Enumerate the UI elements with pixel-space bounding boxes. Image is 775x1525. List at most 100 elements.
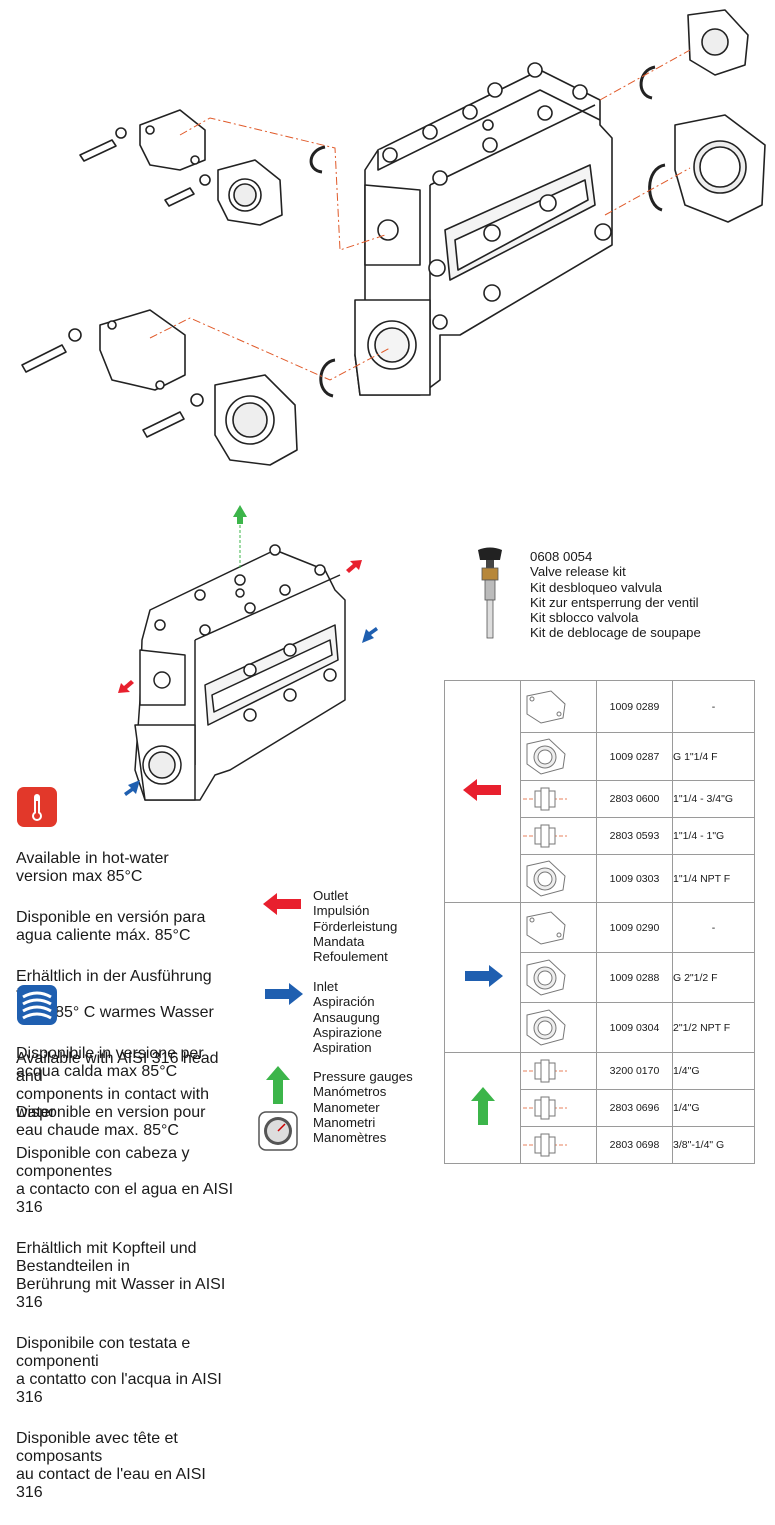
fitting-icon [520, 1089, 597, 1127]
gauge-label-en: Pressure gauges [313, 1069, 413, 1084]
exploded-pump-head-diagram [21, 9, 766, 466]
inlet-arrow-icon [362, 627, 378, 643]
outlet-label-fr: Refoulement [313, 949, 388, 965]
fitting-icon [520, 1052, 597, 1090]
part-code: 1009 0287 [596, 732, 673, 781]
inlet-legend-arrow-icon [265, 983, 303, 1005]
part-code: 2803 0600 [596, 780, 673, 818]
flange-plate-icon [520, 680, 597, 733]
outlet-arrow-icon [346, 560, 362, 573]
inlet-legend: Inlet Aspiración Ansaugung Aspirazione A… [313, 979, 382, 1055]
hot-water-info: Available in hot-water version max 85°C … [16, 832, 216, 1163]
valve-release-kit-icon [478, 547, 502, 639]
part-code: 1009 0303 [596, 854, 673, 903]
aisi-es: Disponible con cabeza y componentes a co… [16, 1145, 234, 1216]
aisi-en: Available with AISI 316 head and compone… [16, 1050, 219, 1121]
part-code: 1009 0288 [596, 952, 673, 1003]
part-description: 1"1/4 NPT F [672, 854, 755, 903]
part-description: 1"1/4 - 1"G [672, 817, 755, 855]
inlet-label-it: Aspirazione [313, 1024, 382, 1040]
table-row: 1009 0290- [444, 902, 755, 1053]
threaded-flange-icon [520, 952, 597, 1003]
inlet-group-cell [444, 902, 521, 1053]
kit-name-de: Kit zur entsperrung der ventil [530, 594, 699, 610]
pump-flow-directions-diagram [118, 505, 378, 801]
hot-water-it: Disponibile in versione per acqua calda … [16, 1045, 204, 1080]
fitting-icon [520, 1126, 597, 1164]
part-description: - [672, 680, 755, 733]
fitting-icon [520, 780, 597, 818]
kit-code: 0608 0054 [530, 549, 593, 564]
threaded-flange-icon [520, 1002, 597, 1053]
gauge-arrow-icon [233, 505, 247, 568]
part-code: 1009 0289 [596, 680, 673, 733]
outlet-legend-arrow-icon [263, 893, 301, 915]
hot-water-badge [17, 787, 57, 827]
outlet-arrow-icon [462, 779, 501, 801]
pressure-gauge-icon [258, 1111, 298, 1151]
threaded-flange-icon [520, 732, 597, 781]
aisi-it: Disponibile con testata e componenti a c… [16, 1335, 222, 1406]
part-code: 2803 0593 [596, 817, 673, 855]
outlet-label-en: Outlet [313, 888, 349, 903]
hot-water-en: Available in hot-water version max 85°C [16, 850, 169, 885]
part-description: 1"1/4 - 3/4"G [672, 780, 755, 818]
part-description: 3/8"-1/4" G [672, 1126, 755, 1164]
hot-water-fr: Disponible en version pour eau chaude ma… [16, 1104, 206, 1139]
gauge-legend: Pressure gauges Manómetros Manometer Man… [313, 1069, 413, 1145]
aisi-fr: Disponible avec tête et composants au co… [16, 1430, 206, 1501]
kit-name-fr: Kit de deblocage de soupape [530, 625, 701, 641]
part-description: 1/4"G [672, 1052, 755, 1090]
part-code: 1009 0290 [596, 902, 673, 953]
part-code: 1009 0304 [596, 1002, 673, 1053]
part-description: G 2"1/2 F [672, 952, 755, 1003]
valve-release-kit-text: 0608 0054 Valve release kit Kit desbloqu… [530, 549, 701, 641]
gauge-label-es: Manómetros [313, 1084, 387, 1100]
aisi-de: Erhältlich mit Kopfteil und Bestandteile… [16, 1240, 226, 1311]
gauge-label-de: Manometer [313, 1099, 380, 1115]
water-waves-icon [22, 991, 52, 1020]
aisi-badge [17, 985, 57, 1025]
flange-plate-icon [520, 902, 597, 953]
fitting-icon [520, 817, 597, 855]
outlet-label-de: Förderleistung [313, 918, 398, 934]
inlet-arrow-icon [124, 780, 140, 796]
gauge-label-fr: Manomètres [313, 1130, 387, 1146]
outlet-arrow-icon [118, 680, 134, 693]
inlet-arrow-icon [464, 965, 503, 987]
table-row: 1009 0289- [444, 680, 755, 903]
part-code: 2803 0698 [596, 1126, 673, 1164]
inlet-label-fr: Aspiration [313, 1040, 372, 1056]
inlet-label-en: Inlet [313, 979, 338, 994]
gauge-legend-arrow-icon [266, 1066, 290, 1104]
threaded-flange-icon [520, 854, 597, 903]
gauge-group-cell [444, 1052, 521, 1164]
part-code: 3200 0170 [596, 1052, 673, 1090]
gauge-label-it: Manometri [313, 1114, 376, 1130]
outlet-label-es: Impulsión [313, 903, 370, 919]
kit-name-es: Kit desbloqueo valvula [530, 579, 662, 595]
inlet-label-es: Aspiración [313, 994, 375, 1010]
hot-water-es: Disponible en versión para agua caliente… [16, 909, 206, 944]
part-description: 1/4"G [672, 1089, 755, 1127]
outlet-group-cell [444, 680, 521, 903]
outlet-label-it: Mandata [313, 933, 365, 949]
aisi-info: Available with AISI 316 head and compone… [16, 1032, 236, 1525]
part-description: G 1"1/4 F [672, 732, 755, 781]
gauge-arrow-icon [470, 1086, 495, 1125]
part-description: 2"1/2 NPT F [672, 1002, 755, 1053]
kit-name-en: Valve release kit [530, 564, 626, 580]
part-description: - [672, 902, 755, 953]
part-code: 2803 0696 [596, 1089, 673, 1127]
kit-name-it: Kit sblocco valvola [530, 610, 639, 626]
thermometer-icon [32, 794, 42, 821]
outlet-legend: Outlet Impulsión Förderleistung Mandata … [313, 888, 397, 964]
